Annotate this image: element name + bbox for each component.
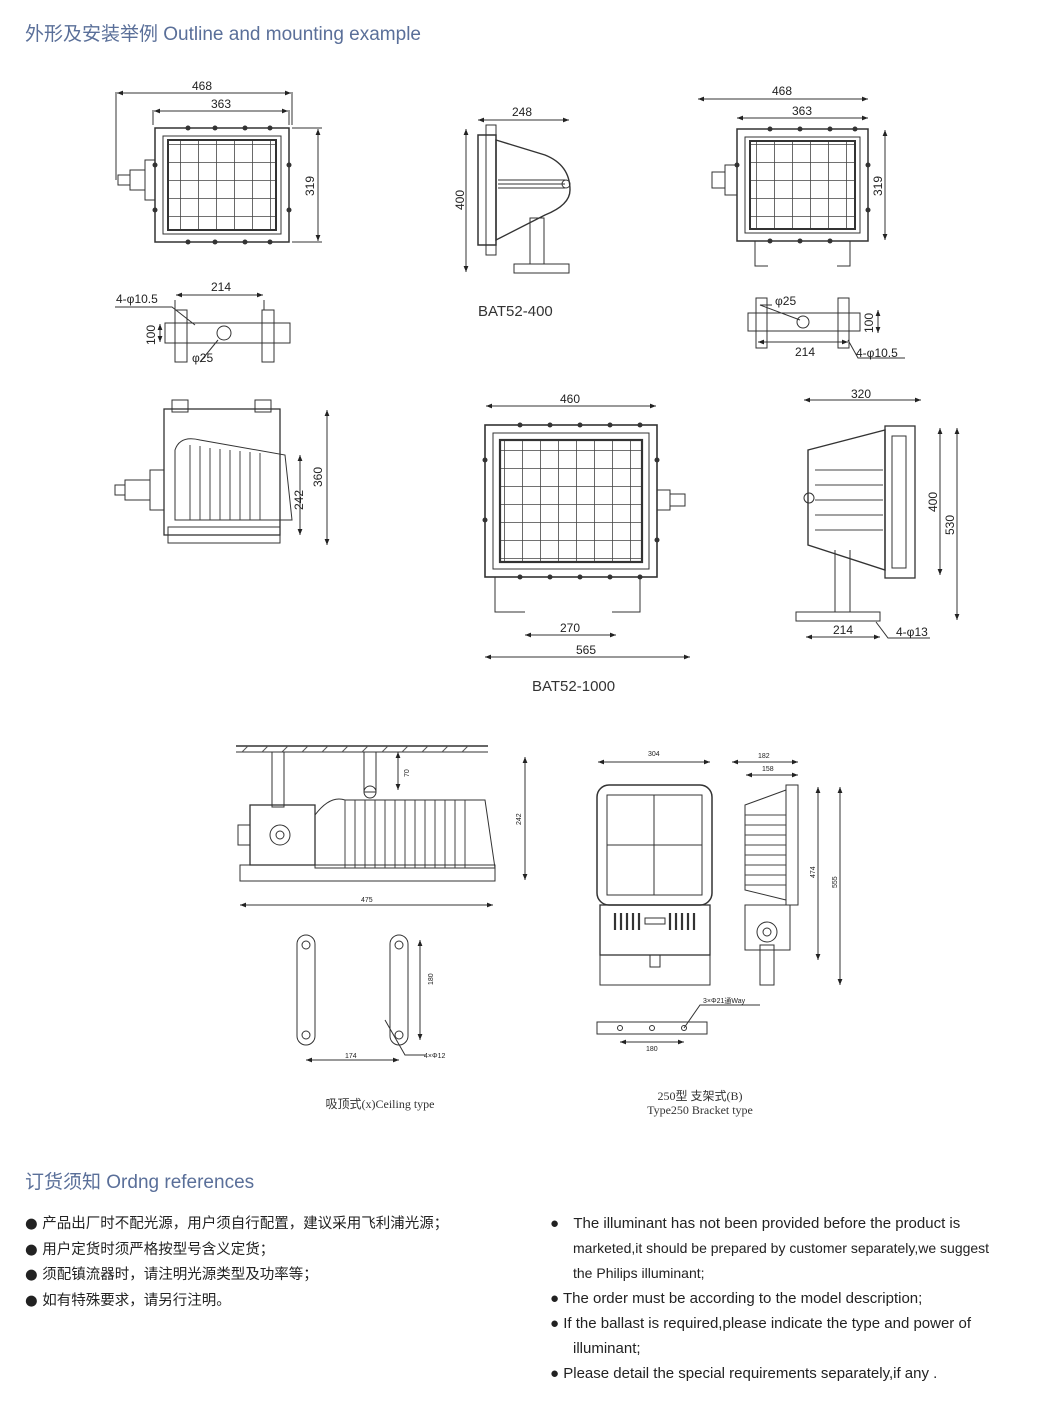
dim-214-a: 214: [211, 280, 231, 294]
note-en-1-line-1: ● The illuminant has not been provided b…: [550, 1211, 1040, 1236]
note-en-4: ● Please detail the special requirements…: [550, 1365, 938, 1382]
note-en-1-bullet: ●: [550, 1215, 560, 1232]
dim-565: 565: [576, 643, 596, 657]
caption-bat52-1000: BAT52-1000: [532, 678, 616, 695]
note-cn-3: ● 须配镇流器时，请注明光源类型及功率等；: [25, 1267, 318, 1283]
dimension-labels: 468 363 319 248 400 468 363 319 214 4-φ1…: [116, 79, 957, 657]
drawing-ceiling-type-side: [236, 745, 528, 908]
drawing-front-view-a: [115, 90, 322, 245]
note-en-1-text: The illuminant has not been provided bef…: [573, 1215, 961, 1232]
dim-360: 360: [311, 467, 325, 487]
dim-174: 174: [345, 1053, 357, 1060]
order-notes-english: ● The illuminant has not been provided b…: [550, 1211, 1040, 1386]
dim-180-b: 180: [646, 1046, 658, 1053]
caption-ceiling-type: 吸顶式(x)Ceiling type: [325, 1097, 435, 1111]
outline-section-heading: 外形及安装举例 Outline and mounting example: [25, 24, 421, 45]
drawing-side-view-fins: [114, 399, 330, 545]
note-cn-4: ● 如有特殊要求，请另行注明。: [25, 1292, 231, 1309]
note-en-2: ● The order must be according to the mod…: [550, 1290, 923, 1307]
dim-468-b: 468: [772, 84, 792, 98]
note-en-1-line-3: the Philips illuminant;: [573, 1265, 705, 1281]
dim-304: 304: [648, 751, 660, 758]
drawing-type250-side: [732, 759, 843, 986]
order-notes-chinese: ● 产品出厂时不配光源，用户须自行配置，建议采用飞利浦光源； ● 用户定货时须严…: [25, 1212, 525, 1314]
drawing-bat52-400-side: [463, 117, 571, 274]
dim-phi25-b: φ25: [775, 294, 796, 308]
note-cn-2: ● 用户定货时须严格按型号含义定货；: [25, 1241, 275, 1258]
drawing-type250-plate: [596, 1004, 760, 1045]
dim-phi25-a: φ25: [192, 351, 213, 365]
order-section-heading: 订货须知 Ordng references: [25, 1172, 255, 1193]
dim-319-b: 319: [871, 176, 885, 196]
dim-214-b: 214: [795, 345, 815, 359]
caption-bracket-cn: 250型 支架式(B): [657, 1089, 743, 1103]
note-en-3-line-2: illuminant;: [573, 1340, 641, 1357]
dim-475: 475: [361, 897, 373, 904]
dim-530: 530: [943, 515, 957, 535]
dim-70: 70: [404, 769, 411, 777]
drawing-ceiling-plates: [296, 934, 425, 1063]
drawing-bat52-1000-front: [482, 403, 690, 660]
dim-400-b: 400: [926, 492, 940, 512]
dim-4phi105-a: 4-φ10.5: [116, 292, 158, 306]
note-cn-1: ● 产品出厂时不配光源，用户须自行配置，建议采用飞利浦光源；: [25, 1216, 449, 1232]
dim-319-a: 319: [303, 176, 317, 196]
dim-214-c: 214: [833, 623, 853, 637]
dim-4xphi12: 4×Φ12: [424, 1053, 445, 1060]
note-en-1-line-2: marketed,it should be prepared by custom…: [573, 1240, 990, 1256]
dim-363-b: 363: [792, 104, 812, 118]
dim-320: 320: [851, 387, 871, 401]
caption-bracket-type: 250型 支架式(B) Type250 Bracket type: [620, 1089, 780, 1117]
dim-555: 555: [832, 876, 839, 888]
dim-248: 248: [512, 105, 532, 119]
dim-100-b: 100: [862, 313, 876, 333]
dim-158: 158: [762, 766, 774, 773]
dim-182: 182: [758, 753, 770, 760]
dim-474: 474: [810, 866, 817, 878]
dim-460: 460: [560, 392, 580, 406]
dim-400-a: 400: [453, 190, 467, 210]
dim-4phi13: 4-φ13: [896, 625, 928, 639]
dim-242-a: 242: [292, 490, 306, 510]
dim-468-a: 468: [192, 79, 212, 93]
dim-180-a: 180: [428, 973, 435, 985]
small-dimension-labels: 70 242 475 180 174 4×Φ12 304 182 158 474…: [345, 751, 839, 1060]
caption-bracket-en: Type250 Bracket type: [647, 1103, 753, 1117]
drawing-bracket-plate-b: [747, 297, 905, 359]
dim-270: 270: [560, 621, 580, 635]
drawing-front-view-b: [698, 96, 888, 267]
caption-bat52-400: BAT52-400: [478, 303, 553, 320]
note-en-3-line-1: ● If the ballast is required,please indi…: [550, 1315, 971, 1332]
dim-100-a: 100: [144, 325, 158, 345]
dim-363-a: 363: [211, 97, 231, 111]
dim-242-b: 242: [516, 813, 523, 825]
technical-drawings: 468 363 319 248 400 468 363 319 214 4-φ1…: [114, 79, 960, 1063]
drawing-side-view-stand: [795, 397, 960, 640]
dim-3xphi21: 3×Φ21通Way: [703, 996, 746, 1005]
drawing-bracket-plate-a: [115, 292, 291, 363]
drawing-type250-front: [596, 759, 713, 986]
dim-4phi105-b: 4-φ10.5: [856, 346, 898, 360]
